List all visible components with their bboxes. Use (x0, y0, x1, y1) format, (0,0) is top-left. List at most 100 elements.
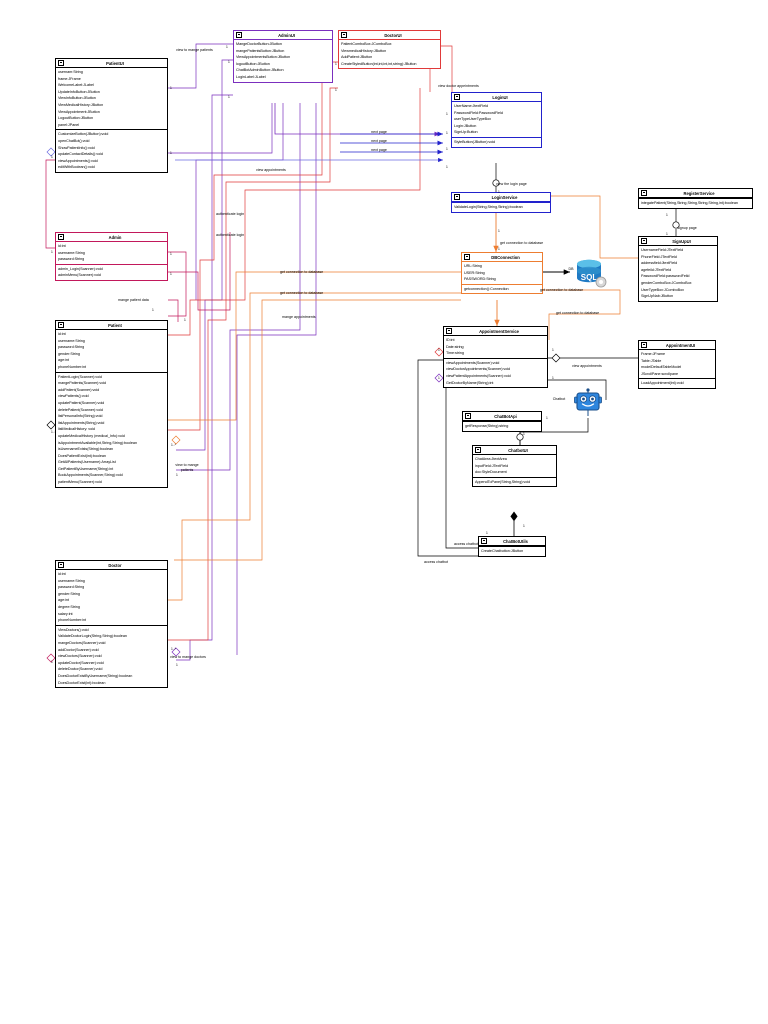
class-name: SignUpUI (672, 238, 691, 244)
class-name: PatientUI (106, 60, 124, 66)
class-stereotype-icon (481, 538, 487, 544)
class-header: ChatbotUI (473, 446, 556, 455)
method-row: CustomizeButton(JButton):void (58, 132, 109, 137)
multiplicity-m18: 1 (438, 348, 440, 352)
attribute-row: URL:String (464, 264, 482, 268)
attribute-row: AddPatient:JButton (341, 55, 373, 60)
edge-label-lbl-next-page-1: next page (371, 130, 387, 134)
class-name: Patient (108, 322, 122, 328)
attribute-row: Login:JButton (454, 123, 477, 128)
method-row: ValidateLogin(String,String,String):bool… (454, 205, 523, 209)
method-row: isAppointmentAvailable(int,String,String… (58, 440, 137, 445)
methods-compartment: AppendToPane(String,String):void (473, 478, 556, 487)
multiplicity-m27: 1..* (171, 443, 176, 447)
edge-label-lbl-manage-doctors: view to mange doctors (170, 655, 206, 659)
edge-label-lbl-next-page-3: next page (371, 148, 387, 152)
attribute-row: PasswordField:PasswordField (454, 110, 503, 115)
class-header: DoctorUI (339, 31, 440, 40)
class-name: ChatBotApi (494, 413, 517, 419)
compartment-divider (473, 476, 556, 478)
edge-label-lbl-db: DB (568, 267, 574, 271)
multiplicity-m2: 1 (170, 86, 172, 90)
attribute-row: Time:string (446, 351, 464, 356)
method-row: adminMenu(Scanner):void (58, 273, 101, 278)
attribute-row: Date:string (446, 344, 464, 349)
attribute-row: gender:String (58, 591, 80, 596)
attribute-row: gender:String (58, 351, 80, 356)
edge-label-lbl-view-doctor-appointments: view doctor appeintments (438, 84, 479, 88)
edge-label-lbl-authenticate-login-1: authenticate login (216, 212, 245, 216)
method-row: viewAppointments():void (58, 158, 98, 163)
attribute-row: ID:int (446, 338, 455, 342)
methods-compartment: integatePatient(String,String,String,Str… (639, 199, 752, 208)
method-row: DoesDoctorExist(int):boolean (58, 680, 106, 685)
attribute-row: ViewInfoButton:JButton (58, 96, 96, 101)
attribute-row: WelcomeLabel:JLabel (58, 83, 94, 88)
class-stereotype-icon (454, 94, 460, 100)
attribute-row: PatientComboBox:JComboBox (341, 42, 392, 46)
class-name: Admin (108, 234, 122, 240)
attribute-row: ChatArea:JtextArea (475, 457, 507, 461)
compartment-divider (56, 129, 167, 131)
compartment-divider (462, 283, 542, 285)
svg-text:SQL: SQL (581, 273, 598, 282)
attribute-row: ViewMedicalHistory:JButton (58, 102, 104, 107)
class-header: Admin (56, 233, 167, 242)
method-row: editWithBoolean():void (58, 165, 95, 170)
class-header: AppointmentService (444, 327, 547, 336)
multiplicity-m9: 1 (446, 112, 448, 116)
class-name: AppointmentService (479, 328, 519, 334)
multiplicity-m16: 1 (666, 213, 668, 217)
chatbot-robot-icon (574, 388, 602, 423)
class-header: Patient (56, 321, 167, 330)
multiplicity-m34: 1 (170, 272, 172, 276)
class-stereotype-icon (446, 328, 452, 334)
attribute-row: phoneNumber:int (58, 618, 87, 623)
method-row: viewAppointments(Scanner):void (446, 360, 500, 365)
attribute-row: UserName:JtextField (454, 104, 489, 108)
attribute-row: username:String (58, 578, 85, 583)
multiplicity-m12: 1 (446, 165, 448, 169)
class-name: Doctor (108, 562, 122, 568)
attribute-row: ViewAppointmentsButton:JButton (236, 55, 291, 60)
method-row: deletePatient(Scanner):void (58, 407, 103, 412)
multiplicity-m5: 1 (228, 95, 230, 99)
attribute-row: modelDefaultTableModel (641, 365, 682, 370)
edge-label-lbl-manage-patients-top: view to mange patients (176, 48, 213, 52)
class-name: LoginUI (492, 94, 508, 100)
methods-compartment: LoadAppointment(int):void (639, 379, 715, 388)
edge-label-lbl-get-connection-5: get connection to database (556, 311, 600, 315)
methods-compartment: ValidateLogin(String,String,String):bool… (452, 203, 550, 212)
attribute-row: UpdateInfoButton:JButton (58, 89, 100, 94)
class-header: DBConnection (462, 253, 542, 262)
attribute-row: age:int (58, 598, 69, 603)
class-name: AdminUI (278, 32, 295, 38)
multiplicity-m1: 1 (51, 155, 53, 159)
method-row: ValidateDoctorLogin(String,String):boole… (58, 634, 127, 639)
method-row: BookAppointments(Scanner,String):void (58, 473, 123, 478)
attribute-row: frame:JFrame (58, 76, 81, 81)
class-header: Doctor (56, 561, 167, 570)
multiplicity-m36: 1 (184, 318, 186, 322)
